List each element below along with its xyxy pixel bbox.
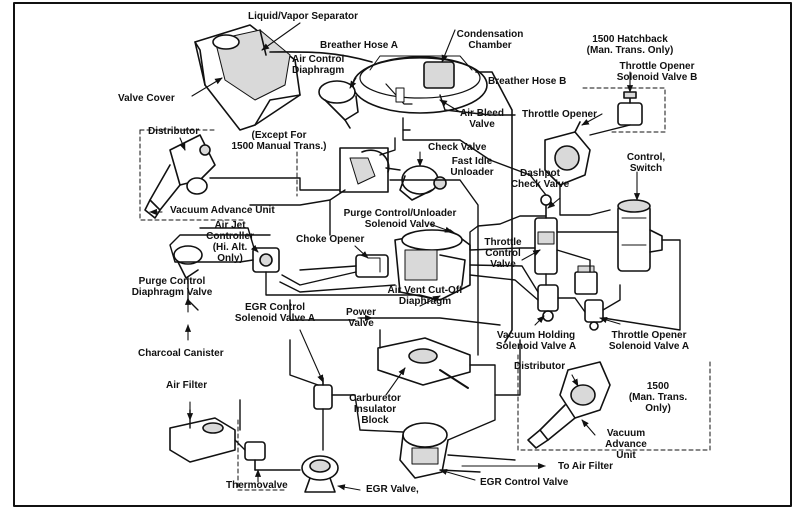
label-fast-idle-unloader: Fast Idle Unloader: [450, 156, 494, 178]
egr-valve-component: [301, 455, 339, 493]
label-vacuum-holding-sv-a: Vacuum Holding Solenoid Valve A: [495, 330, 577, 352]
label-except-note: (Except For 1500 Manual Trans.): [231, 130, 327, 152]
label-vacuum-advance-unit-right: Vacuum Advance Unit: [605, 428, 647, 461]
label-condensation-chamber: Condensation Chamber: [456, 29, 524, 51]
dashed-box-distributor-left: [139, 129, 246, 221]
throttle-opener-sv-b-component: [617, 91, 643, 126]
label-air-control-diaphragm: Air Control Diaphragm: [292, 54, 345, 76]
throttle-opener-sv-a-component: [584, 299, 604, 331]
label-egr-control-valve: EGR Control Valve: [480, 477, 569, 488]
label-control-switch: Control, Switch: [626, 152, 666, 174]
small-diaphragm-component: [574, 265, 598, 295]
air-filter-component: [169, 417, 236, 463]
label-power-valve: Power Valve: [345, 307, 376, 329]
throttle-opener-component: [544, 121, 591, 186]
carburetor-insulator-block-component: [377, 337, 471, 389]
label-choke-opener: Choke Opener: [296, 234, 365, 245]
label-charcoal-canister: Charcoal Canister: [138, 348, 224, 359]
label-egr-control-sv-a: EGR Control Solenoid Valve A: [234, 302, 316, 324]
air-cleaner-housing: [352, 55, 488, 114]
label-purge-control-unloader-sv: Purge Control/Unloader Solenoid Valve: [343, 208, 457, 230]
egr-control-valve-component: [399, 422, 449, 479]
label-to-air-filter: To Air Filter: [558, 461, 613, 472]
label-carb-insulator-block: Carburetor Insulator Block: [349, 393, 401, 426]
egr-control-sv-a-component: [313, 377, 333, 410]
label-egr-valve: EGR Valve,: [366, 484, 419, 495]
purge-control-diaphragm-valve-component: [173, 245, 203, 279]
breather-hose-b: [475, 71, 513, 343]
label-air-bleed-valve: Air Bleed Valve: [460, 108, 504, 130]
label-valve-cover: Valve Cover: [118, 93, 175, 104]
label-check-valve: Check Valve: [428, 142, 487, 153]
label-thermovalve: Thermovalve: [226, 480, 288, 491]
label-throttle-opener-sv-b: Throttle Opener Solenoid Valve B: [616, 61, 698, 83]
breather-hose-a: [269, 51, 373, 63]
label-liquid-vapor-separator: Liquid/Vapor Separator: [248, 11, 359, 22]
throttle-control-valve-component: [534, 194, 558, 275]
label-breather-hose-a: Breather Hose A: [320, 40, 398, 51]
air-control-diaphragm-component: [318, 80, 359, 129]
label-throttle-opener: Throttle Opener: [522, 109, 598, 120]
label-vacuum-advance-unit: Vacuum Advance Unit: [170, 205, 275, 216]
vacuum-hoses: [169, 94, 681, 473]
dashed-box-hatchback: [582, 87, 666, 133]
label-throttle-opener-sv-a: Throttle Opener Solenoid Valve A: [608, 330, 690, 352]
fast-idle-unloader-component: [399, 165, 447, 201]
vacuum-holding-sv-a-component: [537, 284, 559, 322]
label-dashpot-check-valve: Dashpot Check Valve: [510, 168, 570, 190]
label-distributor-right: Distributor: [514, 361, 566, 372]
leader-arrows: [149, 22, 641, 491]
label-air-jet-controller: Air Jet Controller (Hi. Alt. Only): [206, 220, 254, 264]
label-throttle-control-valve: Throttle Control Valve: [484, 237, 522, 270]
control-switch-component: [617, 199, 663, 272]
label-breather-hose-b: Breather Hose B: [488, 76, 567, 87]
label-air-vent-cutoff-diaphragm: Air Vent Cut-Off Diaphragm: [387, 285, 463, 307]
label-distributor-left: Distributor: [148, 126, 200, 137]
label-air-filter: Air Filter: [166, 380, 208, 391]
valve-cover-component: [194, 24, 301, 131]
label-hatchback-note: 1500 Hatchback (Man. Trans. Only): [586, 34, 674, 56]
dashed-box-1500: [517, 354, 711, 451]
thermovalve-component: [244, 441, 266, 471]
label-purge-control-diaphragm-valve: Purge Control Diaphragm Valve: [131, 276, 213, 298]
diagram-border: [13, 2, 792, 507]
label-model-1500-note: 1500 (Man. Trans. Only): [628, 381, 688, 414]
